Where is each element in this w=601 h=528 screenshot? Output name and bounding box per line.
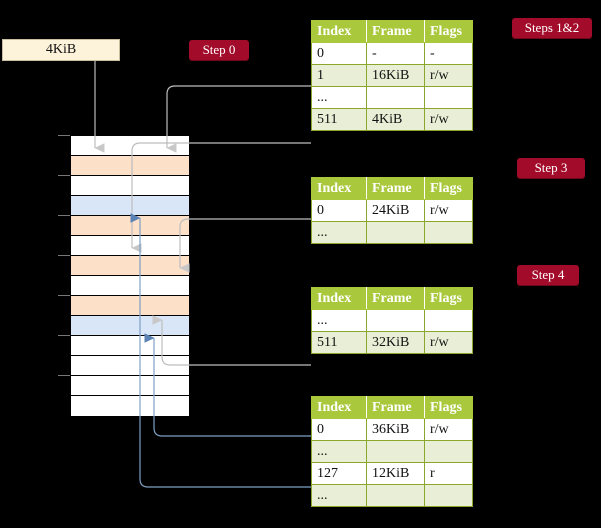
column-header-index: Index xyxy=(311,20,367,43)
badge-step-3-label: Step 3 xyxy=(534,160,568,175)
source-page-box: 4KiB xyxy=(2,39,120,61)
cell-index: ... xyxy=(311,440,367,463)
cell-index: 511 xyxy=(311,331,367,354)
badge-step-4: Step 4 xyxy=(517,265,579,285)
column-header-flags: Flags xyxy=(424,396,473,419)
physical-memory-column xyxy=(70,135,190,416)
memory-frame-row xyxy=(71,156,189,176)
cell-index: 0 xyxy=(311,42,367,65)
cell-index: ... xyxy=(311,221,367,244)
badge-steps-1-2: Steps 1&2 xyxy=(512,18,592,38)
table-row: ... xyxy=(311,309,473,332)
cell-frame xyxy=(366,484,425,507)
cell-index: 511 xyxy=(311,108,367,131)
cell-flags: r/w xyxy=(424,418,473,441)
cell-flags: r xyxy=(424,462,473,485)
cell-flags xyxy=(424,86,473,109)
cell-flags xyxy=(424,484,473,507)
column-header-flags: Flags xyxy=(424,20,473,43)
memory-scale-tick xyxy=(58,375,70,376)
table-row: ... xyxy=(311,440,473,463)
memory-scale-tick xyxy=(58,255,70,256)
memory-frame-row xyxy=(71,236,189,256)
column-header-flags: Flags xyxy=(424,177,473,200)
memory-frame-row xyxy=(71,216,189,236)
cell-frame xyxy=(366,221,425,244)
cell-index: 127 xyxy=(311,462,367,485)
column-header-index: Index xyxy=(311,396,367,419)
cell-frame: 16KiB xyxy=(366,64,425,87)
cell-index: ... xyxy=(311,86,367,109)
cell-frame xyxy=(366,440,425,463)
memory-frame-row xyxy=(71,336,189,356)
column-header-index: Index xyxy=(311,287,367,310)
cell-flags: - xyxy=(424,42,473,65)
cell-index: 0 xyxy=(311,418,367,441)
memory-scale-tick xyxy=(58,215,70,216)
column-header-flags: Flags xyxy=(424,287,473,310)
cell-flags: r/w xyxy=(424,64,473,87)
cell-frame xyxy=(366,309,425,332)
column-header-frame: Frame xyxy=(366,396,425,419)
cell-frame xyxy=(366,86,425,109)
memory-scale-tick xyxy=(58,135,70,136)
cell-flags xyxy=(424,440,473,463)
cell-frame: 24KiB xyxy=(366,199,425,222)
badge-step-0: Step 0 xyxy=(189,40,249,60)
cell-frame: 4KiB xyxy=(366,108,425,131)
cell-flags xyxy=(424,309,473,332)
cell-frame: 32KiB xyxy=(366,331,425,354)
memory-frame-row xyxy=(71,316,189,336)
memory-frame-row xyxy=(71,376,189,396)
cell-frame: 12KiB xyxy=(366,462,425,485)
memory-frame-row xyxy=(71,356,189,376)
memory-scale-tick xyxy=(58,175,70,176)
badge-steps-1-2-label: Steps 1&2 xyxy=(524,20,580,35)
memory-scale-tick xyxy=(58,335,70,336)
badge-step-0-label: Step 0 xyxy=(202,42,236,57)
column-header-frame: Frame xyxy=(366,20,425,43)
memory-scale-tick xyxy=(58,295,70,296)
table-row: 0-- xyxy=(311,42,473,65)
memory-frame-row xyxy=(71,296,189,316)
cell-frame: - xyxy=(366,42,425,65)
badge-step-3: Step 3 xyxy=(517,158,585,178)
cell-flags: r/w xyxy=(424,108,473,131)
badge-step-4-label: Step 4 xyxy=(531,267,565,282)
column-header-frame: Frame xyxy=(366,177,425,200)
memory-frame-row xyxy=(71,256,189,276)
cell-flags xyxy=(424,221,473,244)
memory-frame-row xyxy=(71,396,189,416)
memory-frame-row xyxy=(71,136,189,156)
table-row: ... xyxy=(311,221,473,244)
cell-index: ... xyxy=(311,309,367,332)
memory-frame-row xyxy=(71,176,189,196)
source-page-label: 4KiB xyxy=(45,42,77,57)
column-header-index: Index xyxy=(311,177,367,200)
cell-index: 0 xyxy=(311,199,367,222)
cell-flags: r/w xyxy=(424,199,473,222)
table-row: ... xyxy=(311,86,473,109)
table-row: ... xyxy=(311,484,473,507)
cell-frame: 36KiB xyxy=(366,418,425,441)
cell-flags: r/w xyxy=(424,331,473,354)
cell-index: 1 xyxy=(311,64,367,87)
memory-frame-row xyxy=(71,196,189,216)
memory-frame-row xyxy=(71,276,189,296)
column-header-frame: Frame xyxy=(366,287,425,310)
cell-index: ... xyxy=(311,484,367,507)
